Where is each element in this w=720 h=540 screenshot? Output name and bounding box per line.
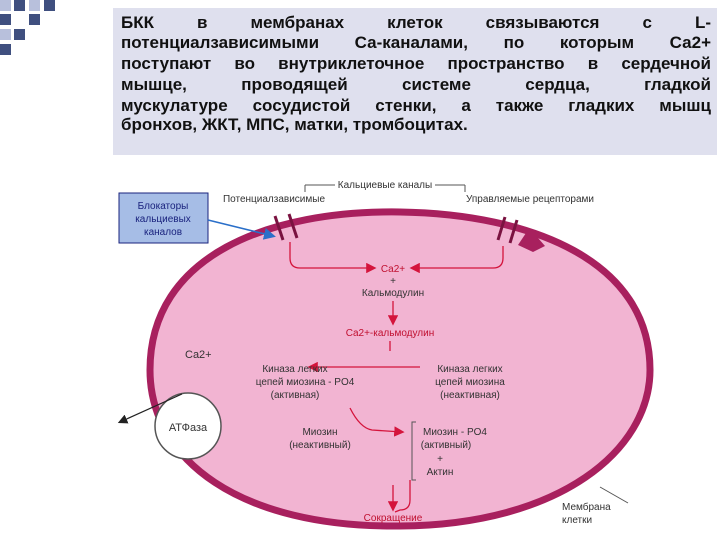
paragraph-line-4: мышце, проводящей системе сердца, гладко… (121, 75, 711, 94)
membrane-line-2: клетки (562, 515, 592, 526)
atpase-label: АТФаза (169, 422, 208, 434)
channels-header: Кальциевые каналы (338, 180, 432, 191)
calcium-channel-diagram: АТФаза Ca2+ Кальциевые каналы Потенциалз… (117, 180, 654, 530)
membrane-pointer (599, 486, 629, 504)
ca-efflux-arrow (117, 393, 183, 424)
kinase-active-line-3: (активная) (271, 390, 320, 401)
contraction-arrow (394, 480, 411, 513)
receptor-ligand (518, 230, 545, 252)
blockers-line-3: каналов (144, 227, 182, 238)
ca-calmodulin-label: Ca2+-кальмодулин (346, 328, 435, 339)
membrane-line-1: Мембрана (562, 501, 611, 513)
voltage-dependent-label: Потенциалзависимые (223, 194, 325, 205)
kinase-active-line-1: Киназа легких (262, 364, 327, 375)
blockers-line-2: кальциевых (135, 214, 191, 225)
kinase-inactive-line-1: Киназа легких (437, 364, 502, 375)
kinase-inactive-line-3: (неактивная) (440, 390, 500, 401)
myosin-active-line-2: (активный) (421, 440, 471, 451)
voltage-channel (273, 213, 299, 241)
contraction-label: Сокращение (364, 513, 423, 524)
plus-2: + (437, 454, 443, 465)
kinase-active-line-2: цепей миозина - PO4 (256, 377, 355, 388)
myosin-active-bracket (411, 421, 416, 481)
influx-path-left (289, 242, 377, 274)
blockers-line-1: Блокаторы (138, 201, 189, 212)
myosin-active-line-1: Миозин - PO4 (423, 427, 487, 438)
paragraph-line-2: потенциалзависимыми Са-каналами, по кото… (121, 33, 711, 52)
blocker-arrow (207, 219, 276, 240)
phosphorylation-arrow (349, 407, 405, 437)
myosin-inactive-line-1: Миозин (302, 427, 337, 438)
influx-path-right (409, 246, 504, 274)
paragraph-line-5: мускулатуре сосудистой стенки, а также г… (121, 96, 711, 115)
channels-bracket (304, 184, 466, 192)
receptor-operated-label: Управляемые рецепторами (466, 194, 594, 205)
calmodulin-label: Кальмодулин (362, 288, 424, 299)
paragraph-line-1: БКК в мембранах клеток связываются с L- (121, 13, 711, 32)
cell-body (146, 208, 654, 530)
description-panel (113, 8, 717, 155)
receptor-channel (496, 216, 519, 244)
atpase-pump (154, 392, 222, 460)
ca-top-label: Ca2+ (381, 264, 405, 275)
ca-outside-label: Ca2+ (185, 349, 212, 361)
actin-label: Актин (427, 467, 454, 478)
paragraph-line-6: бронхов, ЖКТ, МПС, матки, тромбоцитах. (121, 115, 468, 134)
kinase-inactive-line-2: цепей миозина (435, 377, 505, 388)
plus-1: + (390, 276, 396, 287)
paragraph-line-3: поступают во внутриклеточное пространств… (121, 54, 711, 73)
blockers-box (118, 192, 209, 244)
myosin-inactive-line-2: (неактивный) (289, 440, 351, 451)
